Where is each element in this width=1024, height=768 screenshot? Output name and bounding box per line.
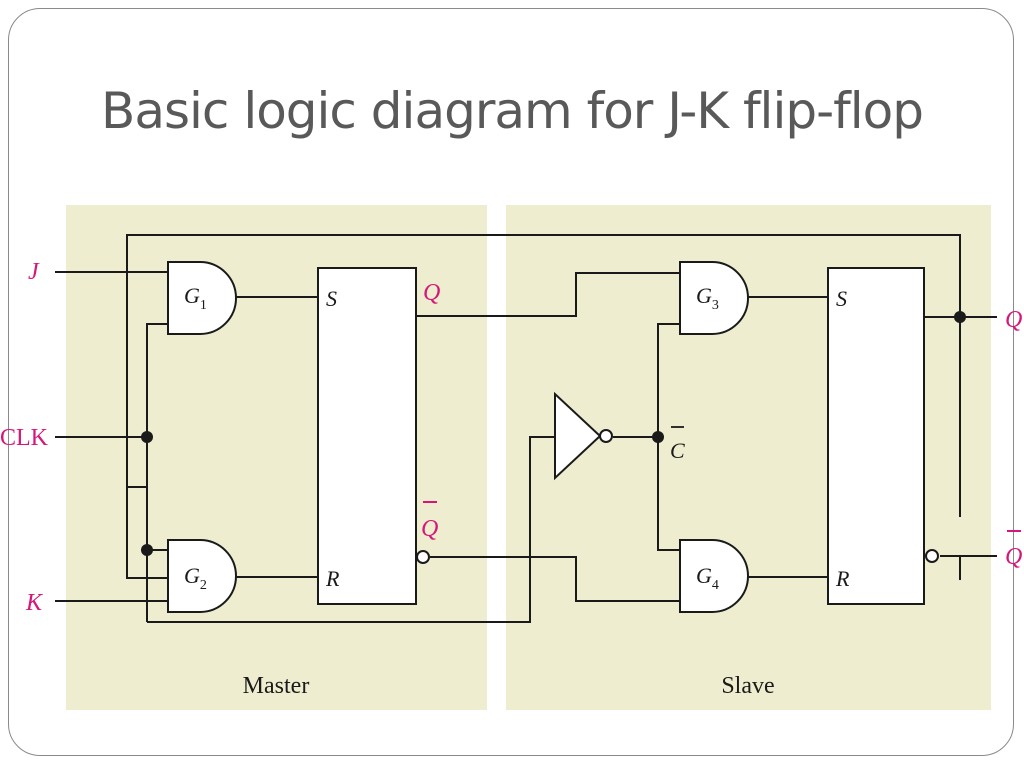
master-s-label: S — [326, 286, 337, 311]
wire-master-q-g3 — [416, 272, 680, 317]
master-r-label: R — [325, 566, 340, 591]
master-q-label: Q — [423, 280, 440, 306]
wire-qbar-feedback-left — [126, 487, 168, 579]
junction-cbar — [652, 431, 664, 443]
output-qbar-label: Q — [1005, 544, 1022, 570]
output-q-label: Q — [1005, 307, 1022, 333]
slave-latch — [827, 267, 925, 605]
jk-flip-flop-diagram: J CLK K G1 G2 G3 G4 S R S R Q Q C Q Q Ma… — [0, 205, 1022, 710]
gate-g2-label: G2 — [184, 563, 207, 593]
junction-clk-g2 — [141, 544, 153, 556]
slave-section-label: Slave — [721, 673, 774, 699]
wire-master-qbar-g4 — [430, 556, 680, 602]
wires — [55, 234, 997, 623]
master-qbar-label: Q — [421, 516, 438, 542]
gate-g1-label: G1 — [184, 283, 207, 313]
input-label-j: J — [28, 259, 40, 285]
gate-g4 — [679, 539, 749, 613]
master-latch — [317, 267, 417, 605]
gate-g4-label: G4 — [696, 563, 719, 593]
slave-s-label: S — [836, 286, 847, 311]
input-label-clk: CLK — [0, 425, 49, 451]
gate-g1 — [167, 261, 237, 335]
inverter — [554, 391, 602, 481]
gate-g3 — [679, 261, 749, 335]
junction-slave-q — [954, 311, 966, 323]
wire-clk-inverter — [147, 436, 555, 623]
inverter-bubble — [599, 429, 613, 443]
master-section-label: Master — [243, 673, 310, 699]
slave-r-label: R — [835, 566, 850, 591]
input-label-k: K — [25, 590, 44, 616]
junction-clk — [141, 431, 153, 443]
slave-qbar-bubble — [925, 549, 939, 563]
master-qbar-bubble — [416, 550, 430, 564]
gate-g3-label: G3 — [696, 283, 719, 313]
cbar-label: C — [670, 438, 685, 463]
slide-title: Basic logic diagram for J-K flip-flop — [101, 82, 924, 140]
junctions — [141, 311, 966, 556]
gate-g2 — [167, 539, 237, 613]
